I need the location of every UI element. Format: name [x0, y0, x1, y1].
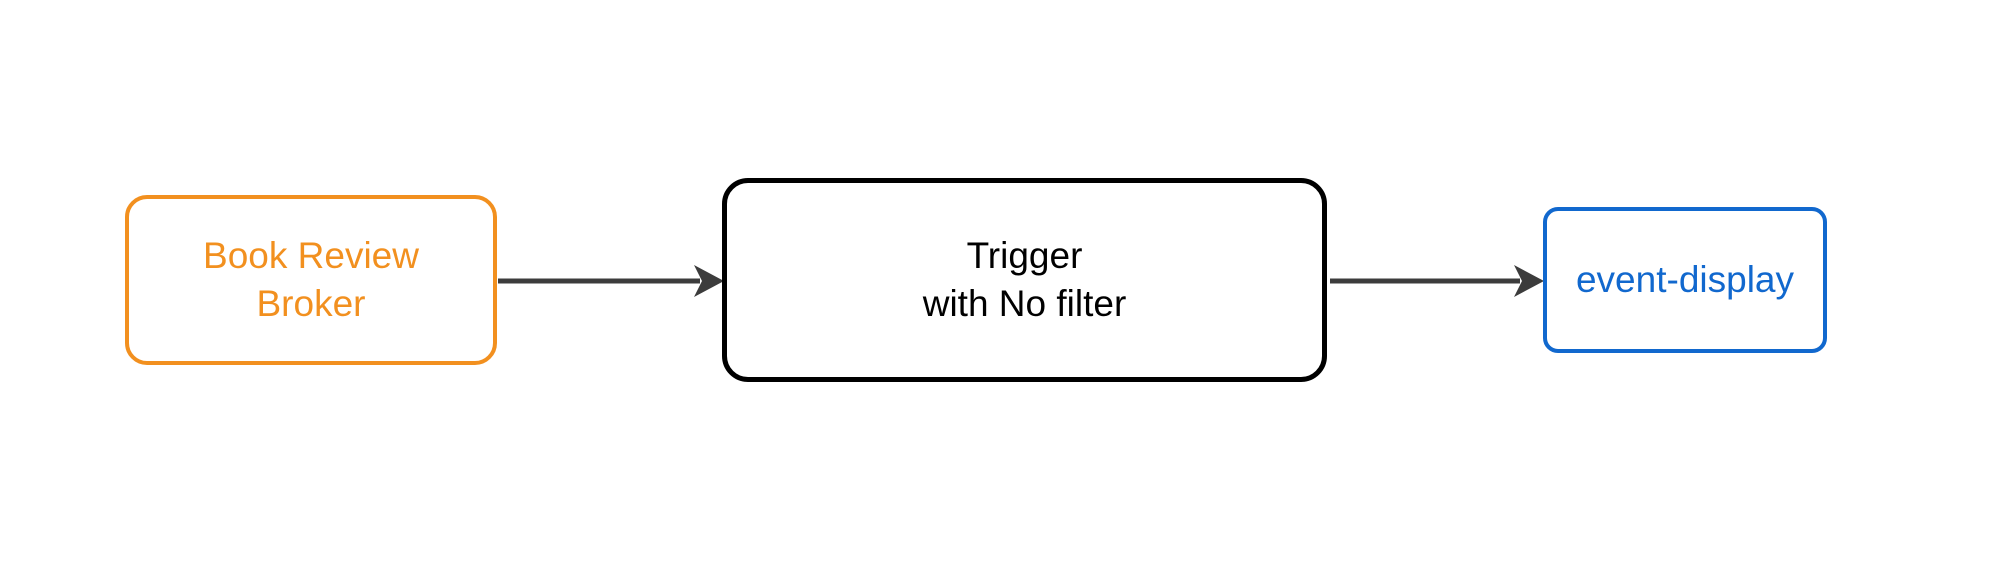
node-book-review-broker[interactable]: Book Review Broker: [125, 195, 497, 365]
node-trigger-label: Trigger with No filter: [922, 234, 1127, 324]
node-broker-label: Book Review Broker: [203, 234, 419, 324]
arrowhead-icon: [1514, 265, 1544, 297]
node-sink-label: event-display: [1575, 258, 1794, 300]
edge-broker-to-trigger: [498, 261, 726, 301]
node-event-display[interactable]: event-display: [1543, 207, 1827, 353]
arrowhead-icon: [694, 265, 724, 297]
edge-trigger-to-event-display: [1330, 261, 1546, 301]
node-trigger-with-no-filter[interactable]: Trigger with No filter: [722, 178, 1327, 382]
